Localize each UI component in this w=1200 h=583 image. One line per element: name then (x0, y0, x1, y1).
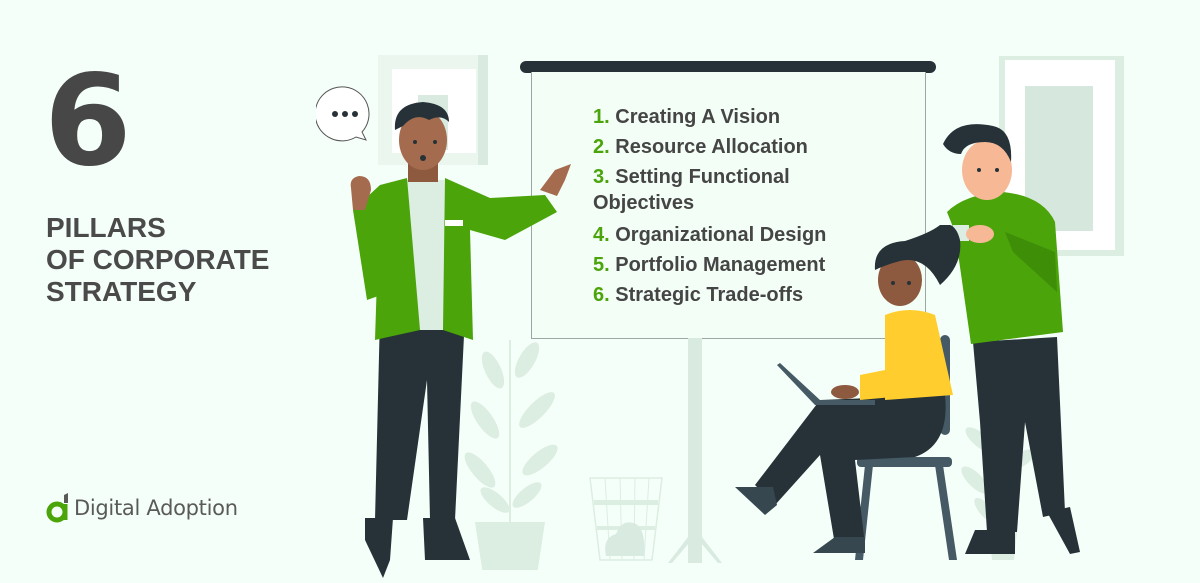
title-line-3: STRATEGY (46, 276, 197, 307)
waste-basket-icon (588, 476, 664, 566)
title-line-2: OF CORPORATE (46, 244, 270, 275)
list-item: 3. Setting Functional Objectives (593, 164, 826, 216)
pillars-list: 1. Creating A Vision 2. Resource Allocat… (593, 102, 826, 310)
list-item-label: Setting Functional (615, 166, 790, 188)
whiteboard (531, 72, 926, 339)
list-item-number: 2. (593, 136, 610, 158)
list-item: 1. Creating A Vision (593, 102, 826, 132)
list-item: 2. Resource Allocation (593, 132, 826, 162)
brand-logo: Digital Adoption (46, 493, 238, 523)
list-item: 6. Strategic Trade-offs (593, 280, 826, 310)
title-line-1: PILLARS (46, 212, 166, 243)
standing-man-mug (935, 122, 1085, 562)
list-item-label: Resource Allocation (615, 136, 808, 158)
list-item-number: 1. (593, 106, 610, 128)
page-title: PILLARS OF CORPORATE STRATEGY (46, 212, 269, 308)
list-item-label: Creating A Vision (615, 106, 781, 128)
whiteboard-stand (660, 338, 740, 568)
list-item-number: 3. (593, 166, 610, 188)
brand-name: Digital Adoption (74, 496, 238, 520)
list-item-label: Portfolio Management (615, 254, 826, 276)
list-item-label: Strategic Trade-offs (615, 284, 804, 306)
list-item-number: 4. (593, 224, 610, 246)
list-item-number: 6. (593, 284, 610, 306)
list-item-label-continued: Objectives (593, 192, 695, 214)
list-item-number: 5. (593, 254, 610, 276)
list-item: 4. Organizational Design (593, 220, 826, 250)
whiteboard-top-bar (520, 61, 936, 73)
list-item-label: Organizational Design (615, 224, 827, 246)
digital-adoption-logo-icon (46, 493, 72, 523)
list-item: 5. Portfolio Management (593, 250, 826, 280)
speech-bubble-icon (316, 85, 376, 145)
seated-woman-laptop (735, 225, 975, 565)
big-number: 6 (44, 47, 132, 194)
presenter-figure (345, 100, 585, 580)
plant-icon (455, 310, 565, 570)
